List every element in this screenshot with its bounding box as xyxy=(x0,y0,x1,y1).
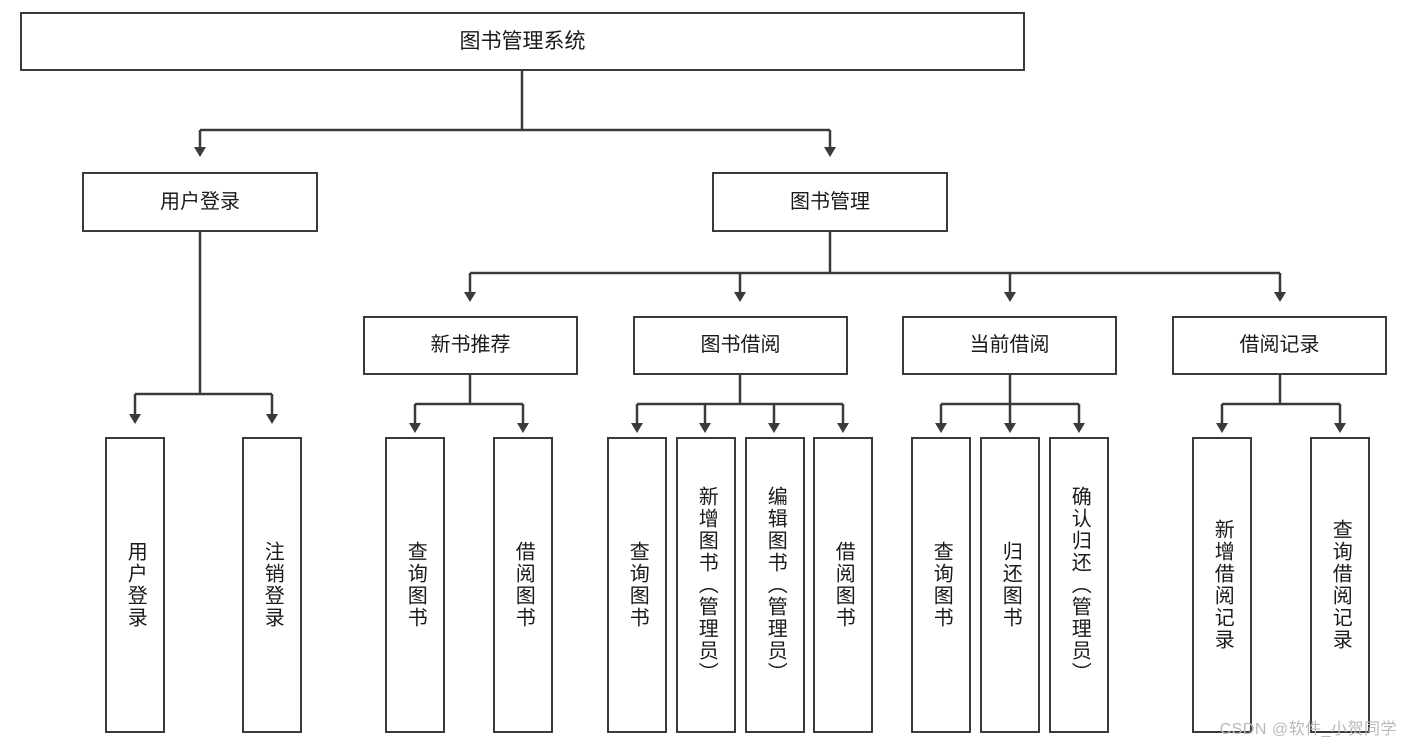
node-leaf-add-record-label: 新增借阅记录 xyxy=(1211,519,1234,651)
node-leaf-user-login-label: 用户登录 xyxy=(124,541,147,629)
node-leaf-add-book[interactable]: 新增图书（管理员） xyxy=(676,437,736,733)
node-new-book-recommend[interactable]: 新书推荐 xyxy=(363,316,578,375)
node-leaf-query-book-2[interactable]: 查询图书 xyxy=(607,437,667,733)
node-book-borrow[interactable]: 图书借阅 xyxy=(633,316,848,375)
node-leaf-return-book[interactable]: 归还图书 xyxy=(980,437,1040,733)
node-leaf-confirm-return[interactable]: 确认归还（管理员） xyxy=(1049,437,1109,733)
node-leaf-borrow-book-2[interactable]: 借阅图书 xyxy=(813,437,873,733)
node-leaf-query-book-2-label: 查询图书 xyxy=(626,541,649,629)
node-leaf-logout-login-label: 注销登录 xyxy=(261,541,284,629)
node-user-login-label: 用户登录 xyxy=(160,190,240,213)
node-root-label: 图书管理系统 xyxy=(459,29,586,53)
node-leaf-query-book-1-label: 查询图书 xyxy=(404,541,427,629)
node-leaf-borrow-book-1[interactable]: 借阅图书 xyxy=(493,437,553,733)
node-leaf-add-book-label: 新增图书（管理员） xyxy=(695,486,718,684)
node-current-borrow[interactable]: 当前借阅 xyxy=(902,316,1117,375)
node-leaf-add-record[interactable]: 新增借阅记录 xyxy=(1192,437,1252,733)
node-leaf-user-login[interactable]: 用户登录 xyxy=(105,437,165,733)
node-borrow-record[interactable]: 借阅记录 xyxy=(1172,316,1387,375)
node-book-management-label: 图书管理 xyxy=(790,190,870,213)
node-leaf-query-book-3[interactable]: 查询图书 xyxy=(911,437,971,733)
node-book-management[interactable]: 图书管理 xyxy=(712,172,948,232)
node-leaf-edit-book[interactable]: 编辑图书（管理员） xyxy=(745,437,805,733)
node-leaf-borrow-book-1-label: 借阅图书 xyxy=(512,541,535,629)
node-book-borrow-label: 图书借阅 xyxy=(700,334,781,357)
node-leaf-query-book-1[interactable]: 查询图书 xyxy=(385,437,445,733)
node-leaf-confirm-return-label: 确认归还（管理员） xyxy=(1068,486,1091,684)
node-leaf-return-book-label: 归还图书 xyxy=(999,541,1022,629)
node-current-borrow-label: 当前借阅 xyxy=(969,334,1050,357)
node-leaf-logout-login[interactable]: 注销登录 xyxy=(242,437,302,733)
node-leaf-query-record-label: 查询借阅记录 xyxy=(1329,519,1352,651)
node-new-book-recommend-label: 新书推荐 xyxy=(430,334,511,357)
node-borrow-record-label: 借阅记录 xyxy=(1239,334,1320,357)
node-leaf-borrow-book-2-label: 借阅图书 xyxy=(832,541,855,629)
node-leaf-query-record[interactable]: 查询借阅记录 xyxy=(1310,437,1370,733)
node-root[interactable]: 图书管理系统 xyxy=(20,12,1025,71)
node-leaf-query-book-3-label: 查询图书 xyxy=(930,541,953,629)
node-user-login[interactable]: 用户登录 xyxy=(82,172,318,232)
node-leaf-edit-book-label: 编辑图书（管理员） xyxy=(764,486,787,684)
